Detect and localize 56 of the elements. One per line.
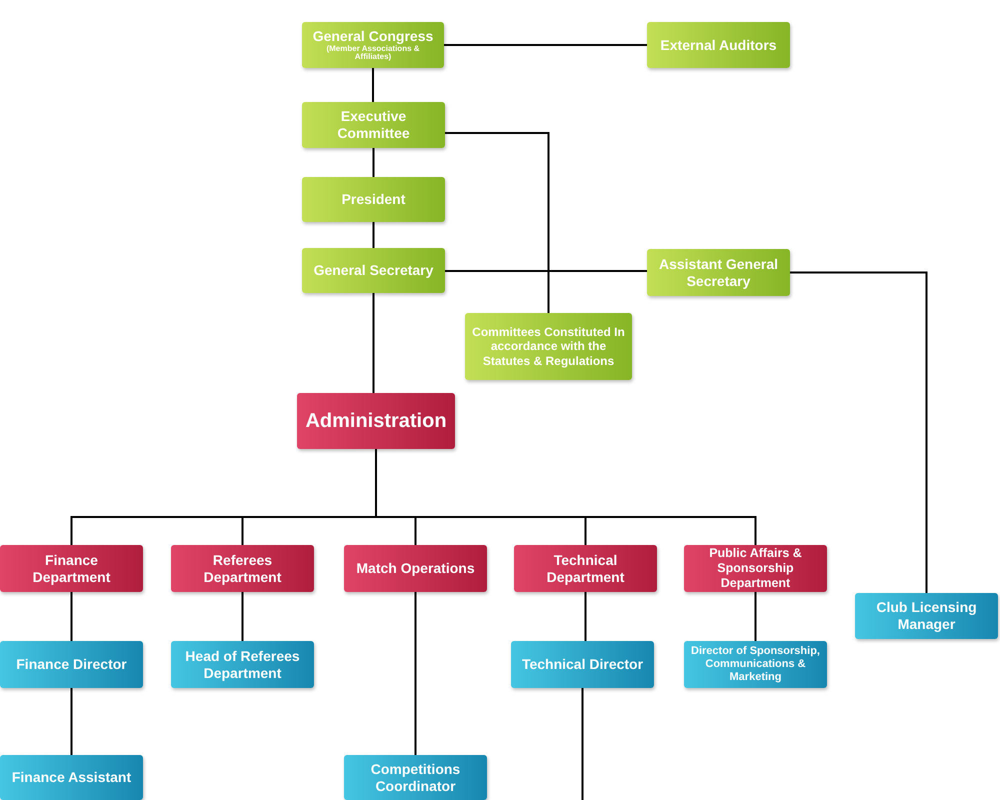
org-unit-box bbox=[344, 545, 487, 592]
connector-line bbox=[414, 592, 416, 755]
unit-title: General Secretary bbox=[314, 262, 434, 279]
org-unit-box bbox=[511, 641, 654, 688]
unit-title: Competitions Coordinator bbox=[370, 760, 462, 794]
connector-line bbox=[445, 270, 647, 272]
connector-line bbox=[70, 592, 72, 641]
connector-line bbox=[372, 222, 374, 248]
unit-title: President bbox=[342, 191, 406, 208]
unit-title: Assistant General Secretary bbox=[658, 256, 780, 290]
org-unit-box bbox=[302, 177, 445, 222]
org-unit-box bbox=[297, 393, 455, 449]
connector-line bbox=[790, 272, 928, 593]
unit-title: Technical Department bbox=[546, 552, 626, 586]
org-unit-box bbox=[514, 545, 657, 592]
org-unit-box bbox=[647, 249, 790, 296]
connector-line bbox=[70, 688, 72, 755]
connector-line bbox=[372, 68, 374, 102]
org-unit-box bbox=[684, 545, 827, 592]
connector-line bbox=[444, 44, 647, 46]
org-unit-box bbox=[855, 593, 998, 639]
unit-title: Match Operations bbox=[356, 560, 475, 577]
unit-title: Committees Constituted In accordance with the Statutes & Regulations bbox=[471, 324, 626, 368]
unit-title: Director of Sponsorship, Communications & Marketing bbox=[690, 644, 821, 684]
connector-line bbox=[372, 293, 374, 393]
org-unit-box bbox=[0, 545, 143, 592]
unit-title: Finance Assistant bbox=[12, 769, 132, 786]
connector-line bbox=[754, 592, 756, 641]
unit-title: Executive Committee bbox=[336, 108, 411, 142]
unit-title: Referees Department bbox=[202, 552, 282, 586]
unit-title: Public Affairs & Sponsorship Department bbox=[708, 546, 803, 591]
org-unit-box bbox=[171, 545, 314, 592]
org-unit-box bbox=[302, 248, 445, 293]
org-unit-box bbox=[0, 755, 143, 800]
connector-line bbox=[584, 592, 586, 641]
connector-line bbox=[445, 132, 550, 313]
unit-title: Head of Referees Department bbox=[184, 648, 301, 682]
unit-subtitle: (Member Associations & Affiliates) bbox=[325, 44, 420, 62]
org-unit-box bbox=[0, 641, 143, 688]
org-unit-box bbox=[344, 755, 487, 800]
unit-title: Finance Director bbox=[16, 656, 127, 673]
org-unit-box bbox=[171, 641, 314, 688]
connector-line bbox=[582, 688, 584, 800]
unit-title: Technical Director bbox=[522, 656, 644, 673]
unit-title: General Congress bbox=[312, 28, 434, 45]
org-unit-box bbox=[465, 313, 632, 380]
org-unit-box bbox=[647, 22, 790, 68]
org-unit-box bbox=[302, 22, 444, 68]
unit-title: Finance Department bbox=[32, 552, 112, 586]
org-unit-box bbox=[302, 102, 445, 148]
unit-title: External Auditors bbox=[660, 36, 777, 54]
connector-line bbox=[242, 592, 244, 641]
unit-title: Club Licensing Manager bbox=[875, 599, 978, 633]
connector-line bbox=[372, 148, 374, 177]
org-unit-box bbox=[684, 641, 827, 688]
unit-title: Administration bbox=[305, 409, 447, 433]
